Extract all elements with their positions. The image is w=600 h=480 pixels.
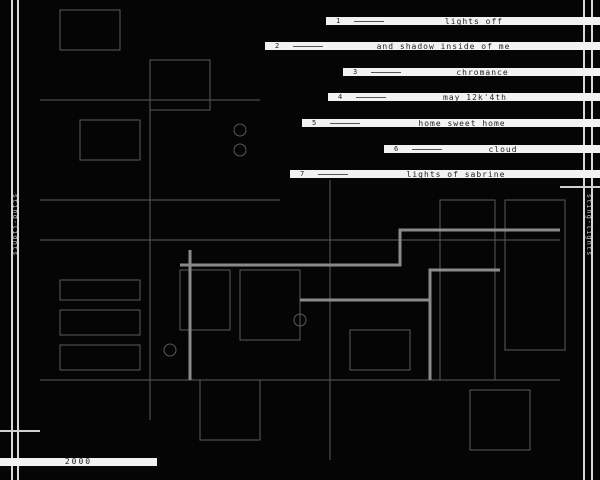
frame-line-right-inner bbox=[583, 0, 585, 480]
track-title: lights of sabrine bbox=[406, 169, 506, 179]
frame-crossbar-right bbox=[560, 186, 600, 188]
track-5[interactable]: 5 home sweet home bbox=[302, 118, 600, 128]
track-7[interactable]: 7 lights of sabrine bbox=[290, 169, 600, 179]
track-4[interactable]: 4 may 12k'4th bbox=[328, 92, 600, 102]
side-label-right: sting-lights bbox=[585, 193, 593, 257]
track-6[interactable]: 6 cloud bbox=[384, 144, 600, 154]
track-number: 4 bbox=[338, 93, 344, 101]
frame-line-right-outer bbox=[591, 0, 593, 480]
track-3[interactable]: 3 chromance bbox=[343, 67, 600, 77]
track-2[interactable]: 2 and shadow inside of me bbox=[265, 41, 600, 51]
track-number: 2 bbox=[275, 42, 281, 50]
track-number: 7 bbox=[300, 170, 306, 178]
side-label-left: sting-lights bbox=[11, 193, 19, 257]
track-title: may 12k'4th bbox=[443, 92, 507, 102]
track-title: lights off bbox=[444, 16, 504, 26]
track-title: cloud bbox=[488, 144, 518, 154]
track-title: and shadow inside of me bbox=[376, 41, 511, 51]
track-number: 1 bbox=[336, 17, 342, 25]
year-label: 2000 bbox=[0, 458, 157, 466]
track-number: 6 bbox=[394, 145, 400, 153]
track-title: home sweet home bbox=[418, 118, 506, 128]
frame-line-left-outer bbox=[11, 0, 13, 480]
frame-line-left-inner bbox=[17, 0, 19, 480]
track-number: 5 bbox=[312, 119, 318, 127]
track-1[interactable]: 1 lights off bbox=[326, 16, 600, 26]
frame-crossbar-left bbox=[0, 430, 40, 432]
track-title: chromance bbox=[456, 67, 509, 77]
track-number: 3 bbox=[353, 68, 359, 76]
